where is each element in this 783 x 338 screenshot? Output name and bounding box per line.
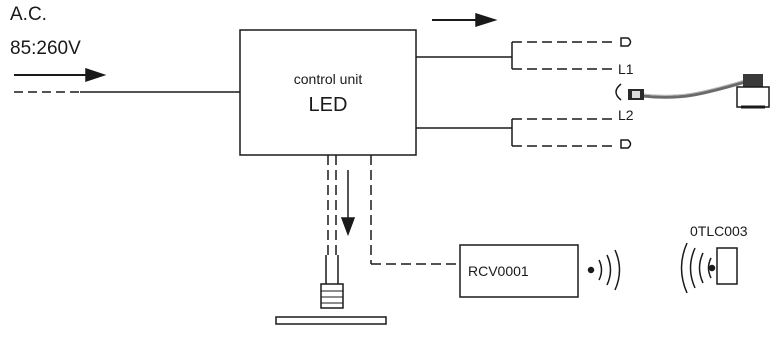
supply-label-line1: A.C. — [10, 4, 47, 25]
output-l1-label: L1 — [618, 61, 634, 77]
remote-wave-3 — [689, 247, 696, 289]
output-l1-dashes — [512, 41, 615, 70]
spotlight-cable-highlight — [642, 79, 746, 96]
receiver-wave-3 — [614, 249, 621, 291]
fixture-body — [320, 283, 344, 309]
supply-label-line2: 85:260V — [10, 38, 81, 59]
input-arrowhead-icon — [85, 67, 107, 83]
remote-wave-2 — [698, 252, 704, 284]
control-unit-title: LED — [308, 94, 348, 116]
spotlight-icon — [628, 74, 770, 109]
fixture-plate — [275, 316, 387, 325]
receiver-wave-1 — [598, 259, 603, 281]
output-arrowhead-icon — [475, 12, 498, 28]
fixture-body-ribs — [321, 290, 343, 304]
spotlight-cable — [642, 80, 746, 99]
control-unit-subtitle: control unit — [293, 71, 363, 87]
terminal-l1-icon — [615, 83, 622, 101]
remote-box — [716, 247, 738, 285]
receiver-label: RCV0001 — [468, 263, 529, 279]
fixture-stem — [325, 255, 339, 284]
terminal-top-icon — [620, 37, 632, 47]
output-l2-wire — [416, 119, 513, 146]
receiver-box — [459, 244, 579, 298]
output-l1-wire — [416, 42, 513, 69]
remote-wave-4 — [680, 242, 688, 294]
remote-label: 0TLC003 — [690, 223, 748, 239]
receiver-signal-dot-icon — [587, 266, 595, 274]
receiver-wave-2 — [606, 254, 612, 286]
output-l2-dashes — [512, 118, 615, 147]
control-unit-box — [239, 29, 417, 156]
remote-signal-dot-icon — [708, 264, 716, 272]
output-l2-label: L2 — [618, 107, 634, 123]
down-arrowhead-icon — [340, 217, 356, 237]
remote-wave-1 — [707, 257, 712, 279]
terminal-bottom-icon — [620, 139, 632, 149]
